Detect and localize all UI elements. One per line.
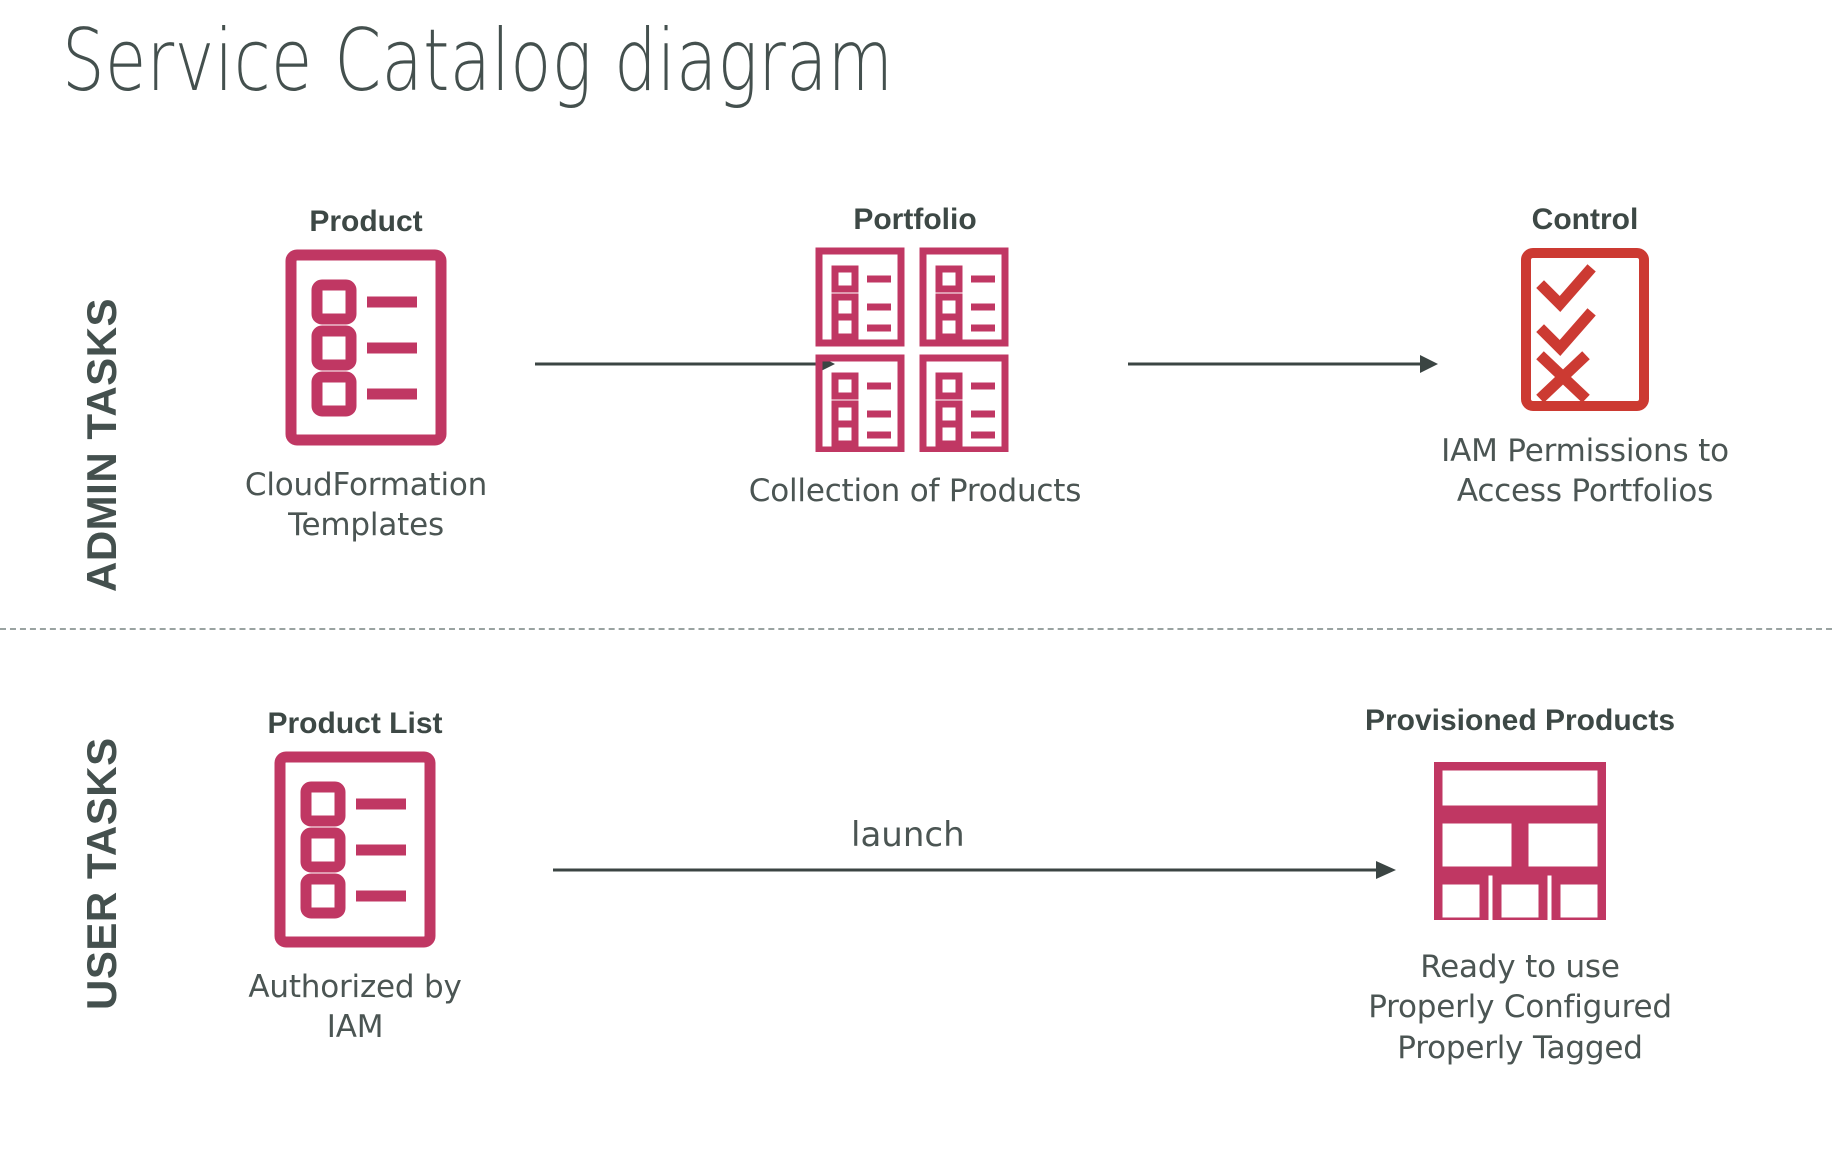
node-product-caption: CloudFormation Templates	[245, 465, 487, 546]
node-control-caption-line2: Access Portfolios	[1456, 473, 1714, 510]
node-provisioned-products-title: Provisioned Products	[1364, 704, 1676, 737]
node-portfolio[interactable]: Portfolio	[715, 203, 1115, 511]
node-product-list-caption: Authorized by IAM	[248, 969, 462, 1046]
portfolio-grid-icon	[815, 247, 1015, 457]
arrow-portfolio-to-control	[1128, 353, 1438, 375]
checklist-icon	[1520, 247, 1650, 417]
layout-blocks-icon	[1433, 761, 1607, 927]
node-product-caption-line2: Templates	[288, 507, 444, 544]
node-control-title: Control	[1531, 203, 1639, 236]
node-provisioned-products[interactable]: Provisioned Products Ready to use Proper…	[1330, 704, 1710, 1068]
node-product[interactable]: Product CloudFormation Templates	[245, 205, 487, 546]
node-product-list-title: Product List	[267, 707, 443, 740]
band-label-admin-tasks: ADMIN TASKS	[78, 297, 125, 592]
node-provisioned-products-caption-line1: Ready to use	[1420, 949, 1620, 985]
node-product-title: Product	[309, 205, 423, 238]
band-label-user-tasks: USER TASKS	[78, 737, 125, 1010]
node-control-caption-line1: IAM Permissions to	[1441, 433, 1729, 469]
node-provisioned-products-caption-line2: Properly Configured	[1368, 989, 1672, 1026]
node-control[interactable]: Control IAM Permissions to Access Portfo…	[1441, 203, 1729, 512]
document-list-icon	[285, 249, 447, 451]
node-provisioned-products-caption-line3: Properly Tagged	[1397, 1029, 1643, 1066]
node-product-list[interactable]: Product List Authorized by IAM	[235, 707, 475, 1048]
node-portfolio-caption: Collection of Products	[748, 473, 1082, 509]
node-control-caption: IAM Permissions to Access Portfolios	[1441, 431, 1729, 512]
node-product-caption-line1: CloudFormation	[244, 467, 488, 503]
document-list-icon	[274, 751, 436, 953]
page-title: Service Catalog diagram	[62, 11, 894, 111]
band-divider	[0, 628, 1832, 630]
node-portfolio-title: Portfolio	[853, 203, 977, 236]
arrow-launch	[553, 859, 1396, 881]
arrow-launch-label: launch	[851, 815, 965, 855]
node-provisioned-products-caption: Ready to use Properly Configured Properl…	[1368, 947, 1672, 1068]
